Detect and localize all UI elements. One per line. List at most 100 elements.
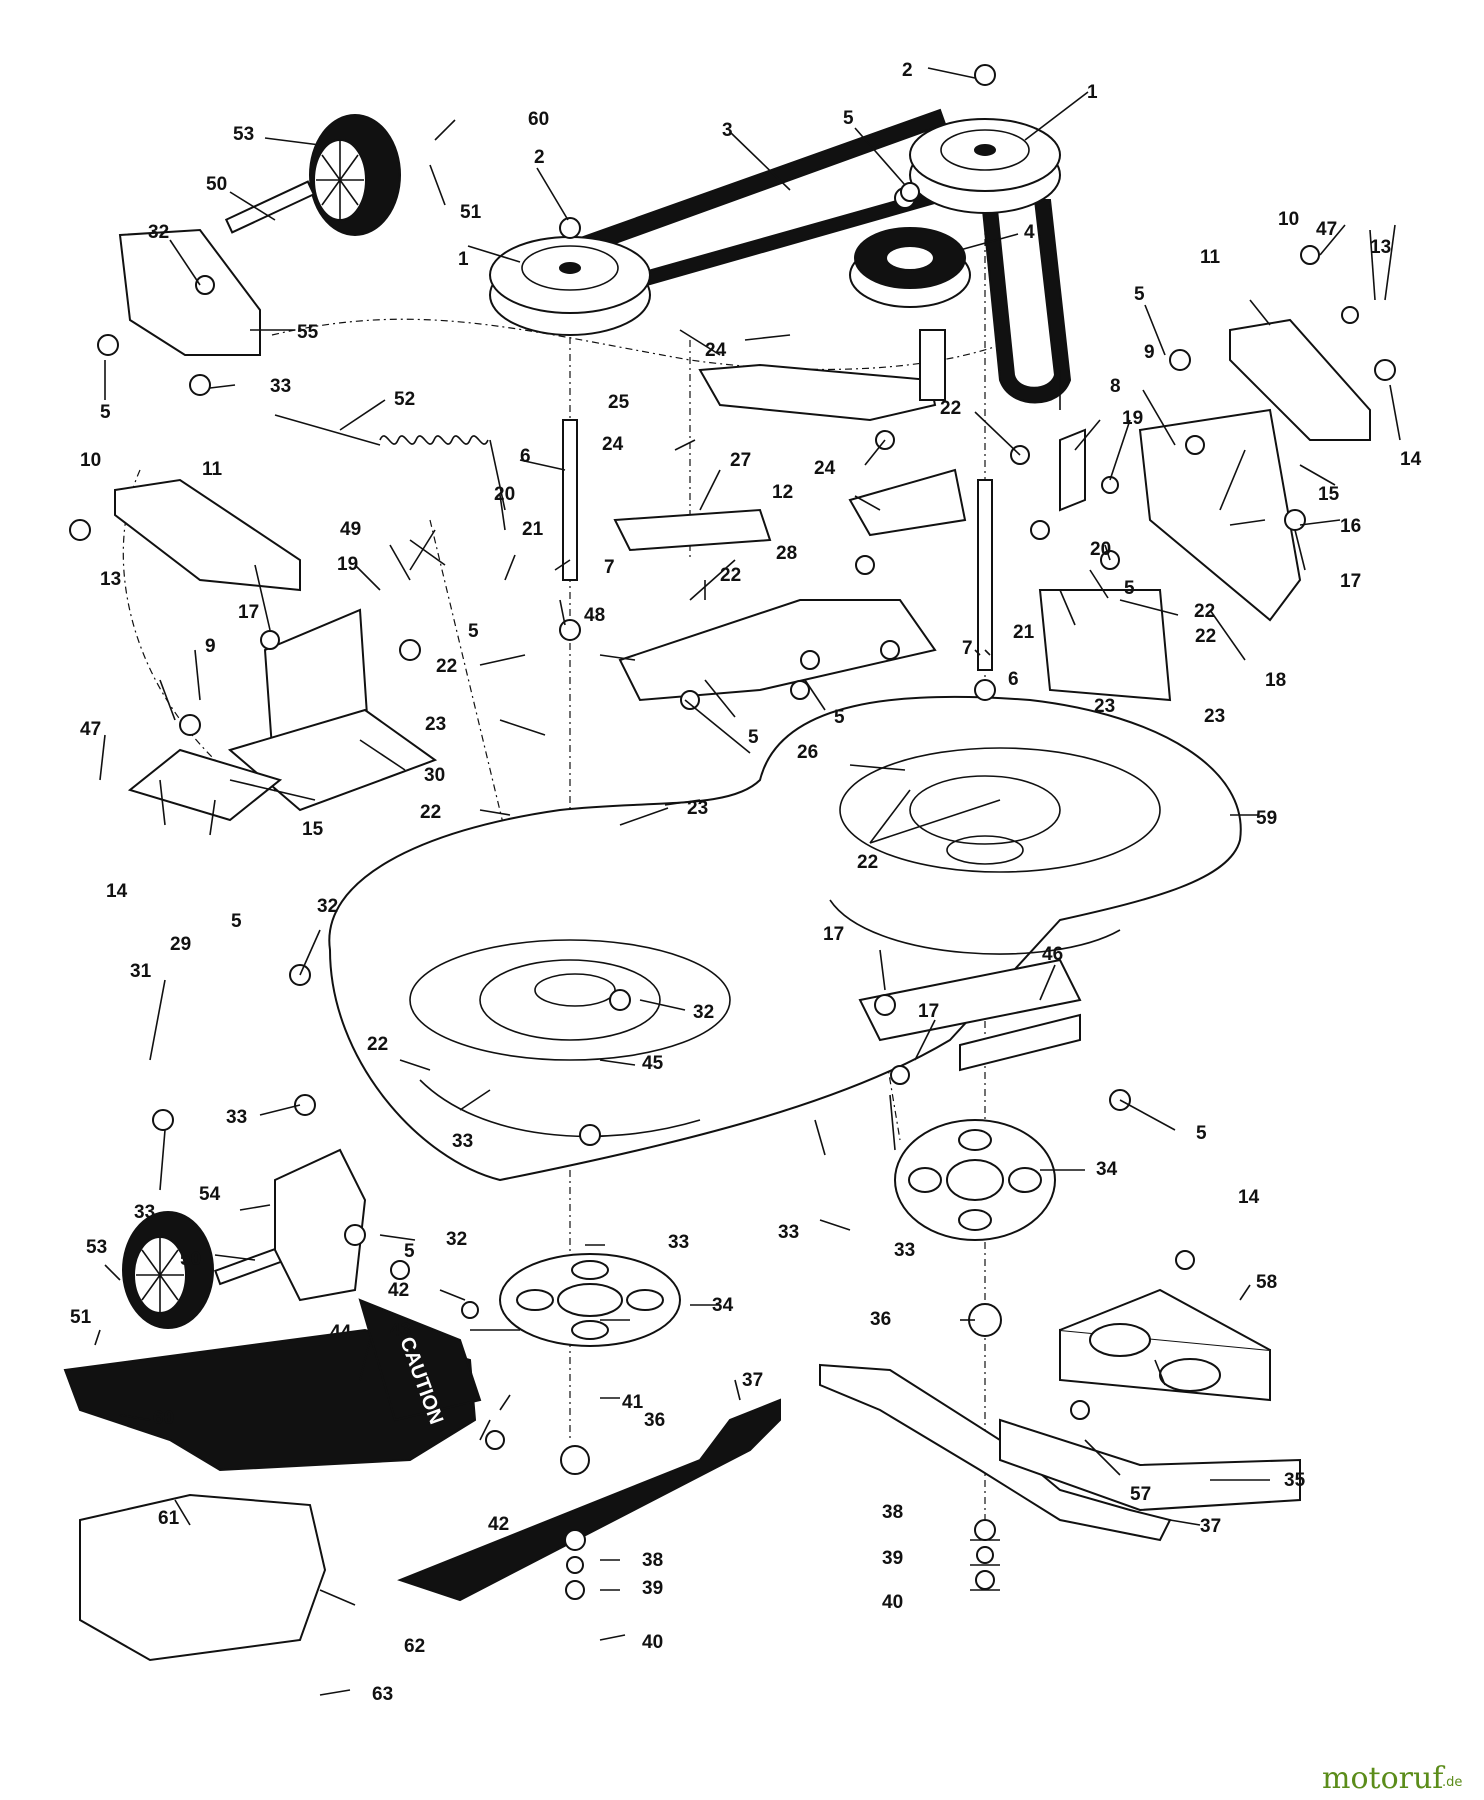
callout-41: 41 xyxy=(622,1392,644,1413)
callout-38: 38 xyxy=(642,1550,663,1571)
callout-38: 38 xyxy=(882,1502,903,1523)
callout-22: 22 xyxy=(367,1034,388,1055)
callout-22: 22 xyxy=(1194,601,1215,622)
fasteners xyxy=(69,64,1396,1600)
blade-right xyxy=(819,1363,1172,1542)
callout-22: 22 xyxy=(720,565,741,586)
callout-24: 24 xyxy=(705,340,727,361)
callout-63: 63 xyxy=(372,1684,393,1705)
callout-52: 52 xyxy=(394,389,415,410)
callout-20: 20 xyxy=(494,484,515,505)
callout-22: 22 xyxy=(436,656,457,677)
callout-57: 57 xyxy=(1130,1484,1151,1505)
watermark-brand: motoruf xyxy=(1322,1761,1445,1796)
chute-cover xyxy=(79,1493,327,1662)
callout-6: 6 xyxy=(520,446,531,467)
callout-54: 54 xyxy=(199,1184,221,1205)
callout-12: 12 xyxy=(772,482,793,503)
idler-arm-bracket xyxy=(613,329,967,702)
callout-60: 60 xyxy=(528,109,549,130)
callout-labels: 1 1 2 2 3 4 5 5 5 5 5 5 5 5 5 5 6 6 7 7 … xyxy=(70,60,1422,1705)
callout-7: 7 xyxy=(604,557,615,578)
callout-48: 48 xyxy=(584,605,605,626)
wheel-upper-left xyxy=(224,114,401,236)
callout-59: 59 xyxy=(1256,808,1277,829)
callout-39: 39 xyxy=(642,1578,663,1599)
callout-22: 22 xyxy=(940,398,961,419)
wheel-lower-left xyxy=(122,1211,306,1329)
extension-spring xyxy=(274,414,506,511)
callout-3: 3 xyxy=(722,120,733,141)
callout-33: 33 xyxy=(226,1107,247,1128)
callout-21: 21 xyxy=(522,519,544,540)
watermark-logo: motoruf .de xyxy=(1322,1761,1462,1796)
discharge-deflector: CAUTION xyxy=(63,1298,482,1472)
callout-5: 5 xyxy=(843,108,854,129)
callout-51: 51 xyxy=(70,1307,92,1328)
rear-bracket xyxy=(274,1148,367,1302)
callout-17: 17 xyxy=(238,602,259,623)
left-brackets xyxy=(114,228,438,822)
callout-11: 11 xyxy=(202,459,223,480)
callout-47: 47 xyxy=(1316,219,1337,240)
callout-42: 42 xyxy=(388,1280,409,1301)
callout-5: 5 xyxy=(100,402,111,423)
callout-51: 51 xyxy=(460,202,482,223)
callout-34: 34 xyxy=(712,1295,734,1316)
callout-5: 5 xyxy=(1134,284,1145,305)
callout-16: 16 xyxy=(1340,516,1361,537)
watermark-suffix: .de xyxy=(1442,1775,1462,1790)
pulley-left xyxy=(489,236,651,336)
callout-1: 1 xyxy=(458,249,469,270)
callout-33: 33 xyxy=(778,1222,799,1243)
callout-53: 53 xyxy=(86,1237,107,1258)
blade-adapter-right xyxy=(894,1119,1056,1241)
callout-21: 21 xyxy=(1013,622,1035,643)
callout-32: 32 xyxy=(446,1229,467,1250)
blade-adapter-left xyxy=(499,1253,681,1347)
callout-45: 45 xyxy=(642,1053,664,1074)
blade-left xyxy=(397,1398,781,1602)
callout-42: 42 xyxy=(488,1514,509,1535)
callout-22: 22 xyxy=(1195,626,1216,647)
callout-9: 9 xyxy=(205,636,216,657)
callout-34: 34 xyxy=(1096,1159,1118,1180)
callout-5: 5 xyxy=(468,621,479,642)
callout-17: 17 xyxy=(823,924,844,945)
callout-32: 32 xyxy=(693,1002,714,1023)
callout-47: 47 xyxy=(80,719,101,740)
callout-19: 19 xyxy=(337,554,358,575)
callout-10: 10 xyxy=(80,450,101,471)
callout-5: 5 xyxy=(1124,578,1135,599)
callout-25: 25 xyxy=(608,392,630,413)
callout-4: 4 xyxy=(1024,222,1035,243)
callout-8: 8 xyxy=(1110,376,1121,397)
callout-13: 13 xyxy=(100,569,121,590)
callout-2: 2 xyxy=(902,60,913,81)
callout-36: 36 xyxy=(644,1410,665,1431)
callout-28: 28 xyxy=(776,543,797,564)
callout-24: 24 xyxy=(602,434,624,455)
callout-23: 23 xyxy=(687,798,708,819)
callout-13: 13 xyxy=(1370,237,1391,258)
callout-11: 11 xyxy=(1200,247,1221,268)
callout-5: 5 xyxy=(834,707,845,728)
callout-50: 50 xyxy=(180,1249,201,1270)
callout-36: 36 xyxy=(870,1309,891,1330)
spindle-shafts xyxy=(559,419,996,701)
callout-37: 37 xyxy=(1200,1516,1221,1537)
callout-7: 7 xyxy=(962,638,973,659)
callout-2: 2 xyxy=(534,147,545,168)
callout-39: 39 xyxy=(882,1548,903,1569)
callout-53: 53 xyxy=(233,124,254,145)
callout-23: 23 xyxy=(1094,696,1115,717)
callout-5: 5 xyxy=(748,727,759,748)
pulley-right xyxy=(909,118,1061,214)
callout-33: 33 xyxy=(894,1240,915,1261)
callout-60: 60 xyxy=(153,1408,174,1429)
callout-18: 18 xyxy=(1265,670,1286,691)
callout-23: 23 xyxy=(1204,706,1225,727)
callout-61: 61 xyxy=(158,1508,180,1529)
callout-32: 32 xyxy=(148,222,169,243)
